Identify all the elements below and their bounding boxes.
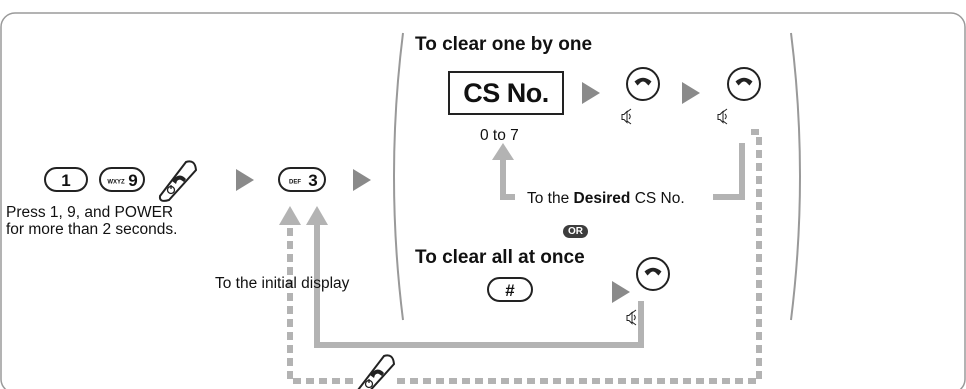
desired-prefix: To the	[527, 190, 574, 207]
clear-all-at-once-heading: To clear all at once	[415, 247, 585, 268]
key-hash-symbol: #	[505, 281, 515, 300]
key-9: WXYZ 9	[99, 167, 145, 192]
cs-no-label: CS No.	[463, 77, 549, 108]
key-1: 1	[44, 167, 88, 192]
return-arrowhead-dashed	[279, 206, 301, 225]
or-badge: OR	[563, 225, 588, 238]
arrow-cs-to-talk	[582, 82, 600, 104]
press-instruction: Press 1, 9, and POWER for more than 2 se…	[6, 204, 177, 238]
return-arrowhead-solid	[306, 206, 328, 225]
key-hash: #	[487, 277, 533, 302]
talk-key-icon-2	[717, 67, 761, 125]
dashed-return-line	[287, 129, 762, 384]
arrow-hash-to-talk	[612, 281, 630, 303]
clear-one-by-one-heading: To clear one by one	[415, 34, 593, 55]
desired-cs-label: To the Desired CS No.	[527, 190, 685, 208]
key-3-digit: 3	[308, 171, 317, 190]
power-key-icon	[158, 160, 198, 202]
press-instruction-line2: for more than 2 seconds.	[6, 221, 178, 238]
talk-key-icon-3	[626, 257, 670, 326]
return-line-clear-all	[314, 224, 644, 348]
cs-no-box: CS No.	[448, 71, 564, 115]
key-1-digit: 1	[61, 171, 70, 190]
desired-bold: Desired	[573, 190, 631, 207]
arrow-to-options	[353, 169, 371, 191]
desired-suffix: CS No.	[630, 190, 685, 207]
arrow-talk-to-talk	[682, 82, 700, 104]
key-9-digit: 9	[128, 171, 137, 190]
power-key-icon-bottom	[354, 353, 396, 389]
key-3: DEF 3	[278, 167, 326, 192]
desired-loop-left	[500, 160, 515, 200]
right-paren	[790, 32, 801, 321]
left-paren	[393, 32, 404, 321]
desired-loop-arrowhead	[492, 143, 514, 160]
talk-key-icon-1	[621, 67, 660, 125]
key-3-letters: DEF	[289, 180, 301, 186]
key-9-letters: WXYZ	[107, 180, 125, 186]
arrow-to-key-3	[236, 169, 254, 191]
cs-range-label: 0 to 7	[480, 127, 519, 144]
desired-loop-right	[713, 143, 745, 200]
to-initial-display-label: To the initial display	[215, 275, 350, 292]
press-instruction-line1: Press 1, 9, and POWER	[6, 204, 174, 221]
outer-frame	[0, 12, 966, 389]
